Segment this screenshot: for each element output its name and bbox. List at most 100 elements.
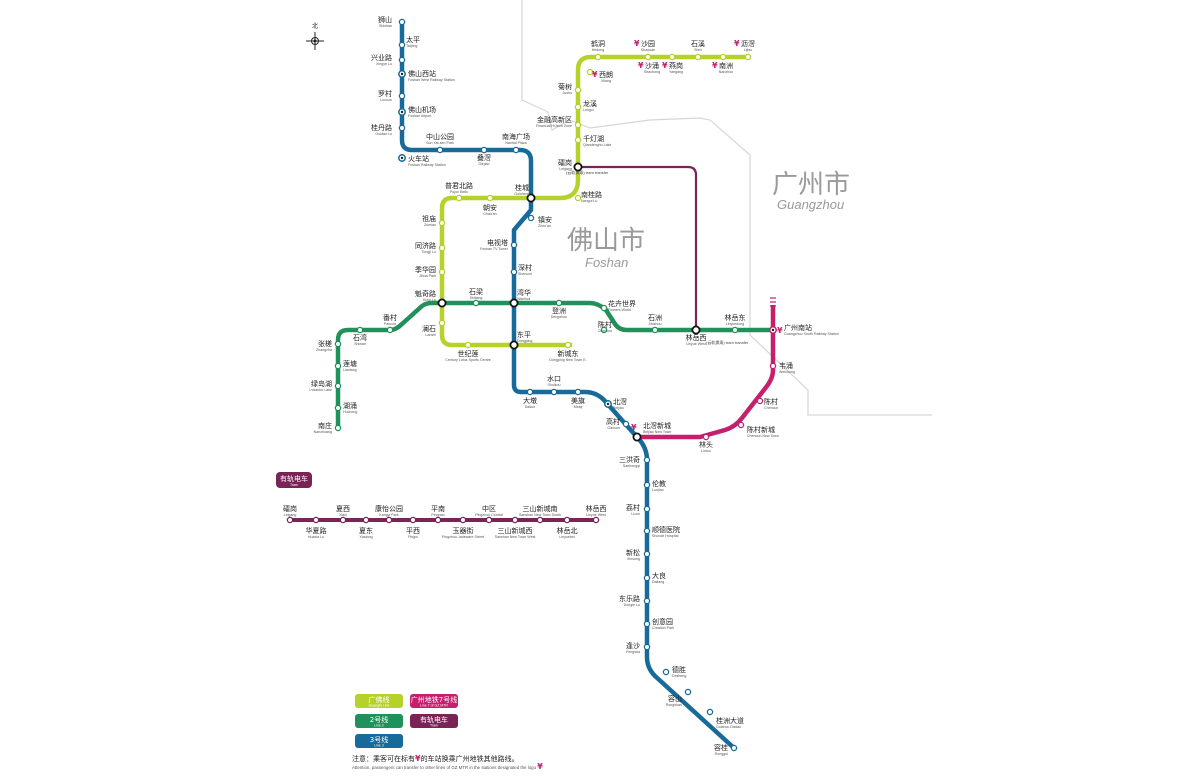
station-marker-s17[interactable] [438, 244, 446, 252]
station-marker-s61[interactable] [643, 643, 651, 651]
station-marker-s32[interactable] [651, 326, 659, 334]
city-label-guangzhou-en: Guangzhou [777, 197, 844, 212]
station-marker-s47[interactable] [622, 420, 630, 428]
station-marker-s74[interactable] [574, 86, 582, 94]
station-marker-s31[interactable] [600, 326, 608, 334]
station-marker-s30[interactable] [600, 304, 608, 312]
tram-station-marker-t01[interactable] [286, 516, 294, 524]
station-marker-s19[interactable] [437, 298, 447, 308]
station-marker-s18[interactable] [438, 268, 446, 276]
station-marker-s72[interactable] [668, 53, 676, 61]
station-marker-s45[interactable] [574, 388, 582, 396]
station-marker-s77[interactable] [574, 136, 582, 144]
tram-station-marker-t10[interactable] [511, 516, 519, 524]
station-marker-s48[interactable] [632, 432, 642, 442]
station-marker-s13[interactable] [486, 194, 494, 202]
station-marker-s37[interactable] [356, 326, 364, 334]
station-label-en-s75: Longxi [583, 108, 594, 112]
transfer-yuan-icon: ¥ [631, 423, 637, 432]
station-marker-s10[interactable] [480, 146, 488, 154]
station-marker-s59[interactable] [643, 597, 651, 605]
station-marker-s68[interactable] [694, 53, 702, 61]
station-marker-s23[interactable] [564, 341, 572, 349]
station-marker-s40[interactable] [334, 382, 342, 390]
station-marker-s44[interactable] [526, 388, 534, 396]
station-marker-s39[interactable] [334, 362, 342, 370]
station-marker-s01[interactable] [398, 18, 406, 26]
station-marker-s49[interactable] [702, 433, 710, 441]
station-marker-s38[interactable] [334, 340, 342, 348]
tram-station-marker-t04[interactable] [362, 516, 370, 524]
station-marker-s51[interactable] [756, 397, 764, 405]
station-marker-s63[interactable] [684, 688, 692, 696]
station-label-s17: 同济路 [415, 241, 436, 250]
railway-station-icon [400, 72, 404, 76]
station-marker-s43[interactable] [550, 388, 558, 396]
station-marker-s42[interactable] [334, 424, 342, 432]
station-marker-s64[interactable] [706, 708, 714, 716]
station-marker-s29[interactable] [555, 299, 563, 307]
station-marker-s27[interactable] [509, 298, 519, 308]
station-marker-s60[interactable] [643, 620, 651, 628]
station-marker-s70[interactable] [586, 68, 594, 76]
station-marker-s55[interactable] [643, 505, 651, 513]
tram-station-marker-t06[interactable] [409, 516, 417, 524]
station-marker-s69[interactable] [744, 53, 752, 61]
station-marker-s57[interactable] [643, 550, 651, 558]
station-marker-s15[interactable] [574, 194, 582, 202]
tram-station-marker-t05[interactable] [385, 516, 393, 524]
station-label-en-s40: Lvdaohu Lake [309, 388, 332, 392]
station-marker-s58[interactable] [643, 574, 651, 582]
tram-station-marker-t12[interactable] [563, 516, 571, 524]
tram-station-marker-t13[interactable] [592, 516, 600, 524]
station-marker-s28[interactable] [472, 299, 480, 307]
station-marker-s66[interactable] [594, 53, 602, 61]
station-marker-s12[interactable] [455, 194, 463, 202]
station-marker-s78[interactable] [573, 162, 583, 172]
station-marker-s22[interactable] [509, 340, 519, 350]
station-marker-s16[interactable] [438, 219, 446, 227]
station-label-s12: 普君北路 [445, 181, 473, 190]
tram-station-marker-t08[interactable] [459, 516, 467, 524]
station-marker-s03[interactable] [398, 56, 406, 64]
station-marker-s75[interactable] [574, 103, 582, 111]
city-boundary [521, 0, 932, 416]
station-marker-s56[interactable] [643, 527, 651, 535]
station-marker-s14[interactable] [526, 193, 536, 203]
station-marker-s05[interactable] [398, 92, 406, 100]
station-marker-s20[interactable] [438, 319, 446, 327]
station-marker-s71[interactable] [644, 53, 652, 61]
tram-station-marker-t11[interactable] [536, 516, 544, 524]
station-label-s33: 林岳西 [686, 333, 707, 342]
station-marker-s07[interactable] [398, 124, 406, 132]
station-marker-s21[interactable] [464, 341, 472, 349]
station-marker-s02[interactable] [398, 41, 406, 49]
svg-text:2号线: 2号线 [370, 715, 388, 724]
station-marker-s54[interactable] [643, 481, 651, 489]
station-marker-s62[interactable] [662, 668, 670, 676]
tram-station-marker-t02[interactable] [312, 516, 320, 524]
tram-station-marker-t03[interactable] [339, 516, 347, 524]
station-label-s54: 伦教 [652, 479, 666, 488]
station-marker-s34[interactable] [731, 326, 739, 334]
station-marker-s25[interactable] [510, 241, 518, 249]
station-marker-s26[interactable] [510, 268, 518, 276]
station-marker-s41[interactable] [334, 404, 342, 412]
station-marker-s11[interactable] [512, 146, 520, 154]
station-marker-s52[interactable] [769, 362, 777, 370]
station-marker-s53[interactable] [643, 456, 651, 464]
station-marker-s76[interactable] [574, 121, 582, 129]
station-marker-s33[interactable] [691, 325, 701, 335]
station-label-en-s49: Lintou [701, 449, 711, 453]
tram-station-marker-t07[interactable] [434, 516, 442, 524]
tram-station-marker-t09[interactable] [485, 516, 493, 524]
station-marker-s65[interactable] [730, 744, 738, 752]
station-marker-s36[interactable] [386, 326, 394, 334]
station-marker-s09[interactable] [436, 146, 444, 154]
station-label-en-s58: Daliang [652, 580, 664, 584]
station-marker-s50[interactable] [737, 421, 745, 429]
station-marker-s24[interactable] [527, 214, 535, 222]
station-label-en-s38: Zhangcha [316, 348, 332, 352]
station-marker-s73[interactable] [719, 53, 727, 61]
railway-station-icon [771, 328, 775, 332]
